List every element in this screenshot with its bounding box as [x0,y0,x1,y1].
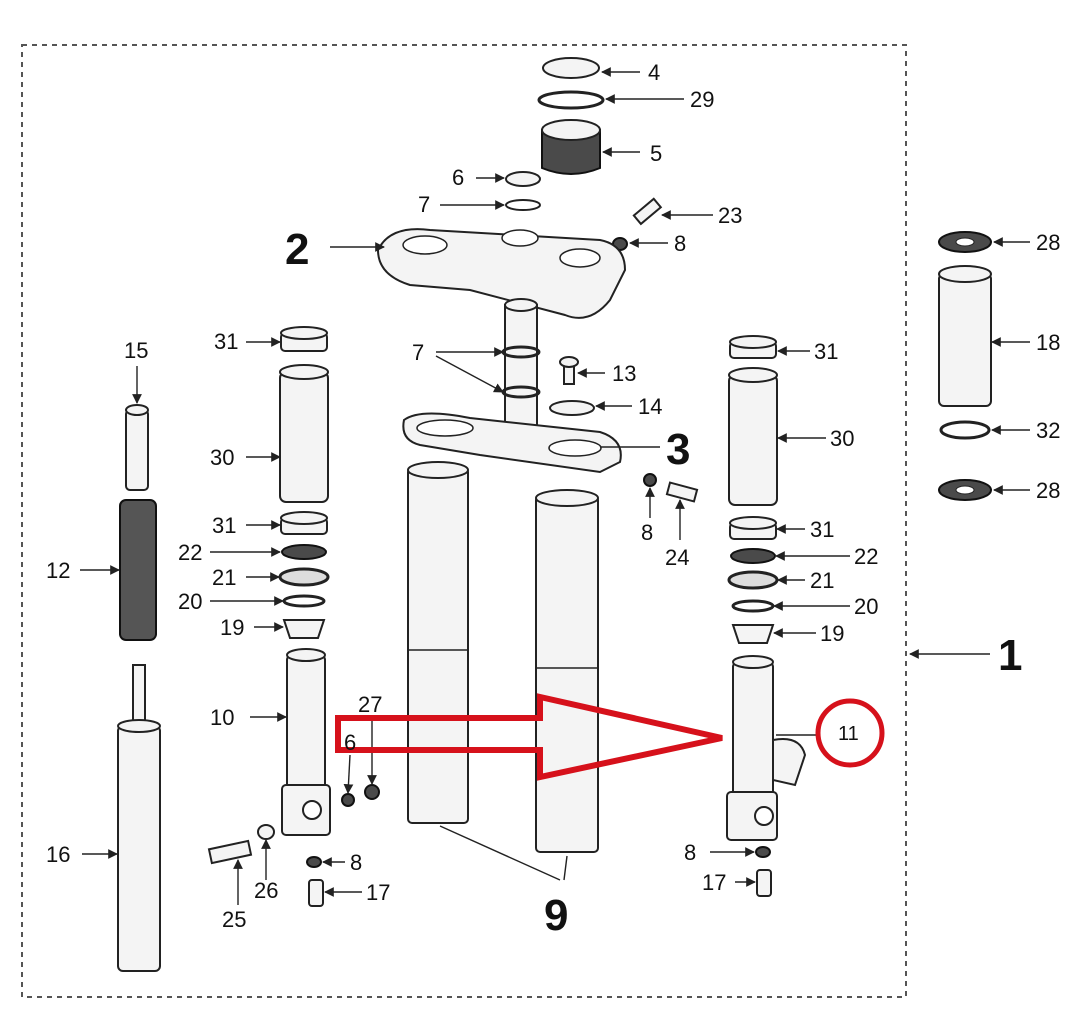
part-20-clip-right [731,599,775,613]
label-30-right: 30 [830,426,854,451]
label-31-left-bottom: 31 [212,513,236,538]
part-18-spacer-tube [938,265,992,407]
label-5: 5 [650,141,662,166]
label-23: 23 [718,203,742,228]
label-14: 14 [638,394,662,419]
part-8-nut-bottom-left [306,856,322,868]
part-8-nut-bottom-right [755,846,771,858]
label-20-left: 20 [178,589,202,614]
label-8-bottom-right: 8 [684,840,696,865]
label-31-right-top: 31 [814,339,838,364]
part-7-oring [505,199,541,211]
part-10-lower-leg-left [281,648,331,836]
label-21-left: 21 [212,565,236,590]
label-12: 12 [46,558,70,583]
label-13: 13 [612,361,636,386]
part-20-clip-left [282,594,326,608]
label-28-top: 28 [1036,230,1060,255]
label-6-top: 6 [452,165,464,190]
part-32-ring [939,420,991,440]
part-30-slider-right [728,367,778,506]
part-15-damper-rod [125,404,149,491]
label-31-left-top: 31 [214,329,238,354]
label-19-left: 19 [220,615,244,640]
label-25: 25 [222,907,246,932]
label-30-left: 30 [210,445,234,470]
part-26-washer [257,824,275,840]
red-callout-circle [815,698,885,768]
part-28-bearing-bottom [938,479,992,501]
part-29-ring [537,90,605,110]
label-8-bottom-left: 8 [350,850,362,875]
part-16-cartridge [117,664,161,972]
part-28-bearing-top [938,231,992,253]
label-9: 9 [544,891,568,940]
label-1: 1 [998,631,1022,680]
part-5-nut [541,119,601,175]
label-21-right: 21 [810,568,834,593]
label-16: 16 [46,842,70,867]
part-31-bushing-left-bottom [280,511,328,535]
label-3: 3 [666,425,690,474]
red-callout-arrow [335,693,723,781]
label-18: 18 [1036,330,1060,355]
label-24: 24 [665,545,689,570]
label-7-top: 7 [418,192,430,217]
label-28-bottom: 28 [1036,478,1060,503]
part-21-seal-left [278,567,330,587]
part-19-dust-seal-right [731,624,775,644]
part-19-dust-seal-left [282,619,326,639]
part-4-cap [542,57,600,79]
part-8-nut-mid [643,473,657,487]
label-31-right-bottom: 31 [810,517,834,542]
label-29: 29 [690,87,714,112]
part-25-bolt [207,839,253,865]
part-3-lower-triple-clamp [402,412,622,474]
label-32: 32 [1036,418,1060,443]
label-4: 4 [648,60,660,85]
part-30-slider-left [279,364,329,503]
part-labels: 4 29 5 6 7 23 8 2 28 18 32 28 31 15 7 13… [46,60,1060,940]
label-17-left: 17 [366,880,390,905]
part-9-fork-tubes [407,461,599,853]
label-8-top: 8 [674,231,686,256]
part-13-bolt [559,356,579,385]
label-19-right: 19 [820,621,844,646]
part-6-washer [505,171,541,187]
label-27: 27 [358,692,382,717]
part-31-bushing-left-top [280,326,328,352]
label-2: 2 [285,225,309,274]
part-22-seal-right [730,548,776,564]
steering-stem [501,298,541,436]
assembly-frame [21,44,907,998]
label-7-stem: 7 [412,340,424,365]
part-31-bushing-right-top [729,335,777,359]
label-6-bottom: 6 [344,730,356,755]
part-14-washer [549,400,595,416]
label-11: 11 [838,723,859,745]
part-27-6-small-parts [341,784,380,807]
leader-lines [80,67,1030,905]
label-22-right: 22 [854,544,878,569]
part-17-bolt-right [756,869,772,897]
label-15: 15 [124,338,148,363]
label-20-right: 20 [854,594,878,619]
part-2-upper-triple-clamp [376,228,627,319]
label-17-right: 17 [702,870,726,895]
part-21-seal-right [727,570,779,590]
label-26: 26 [254,878,278,903]
part-23-bolt [632,197,663,226]
label-8-mid: 8 [641,520,653,545]
part-12-spring [119,499,157,641]
part-22-seal-left [281,544,327,560]
part-31-bushing-right-bottom [729,516,777,540]
part-17-bolt-left [308,879,324,907]
label-10: 10 [210,705,234,730]
part-11-lower-leg-right [726,655,807,841]
part-24-bolt [665,481,699,503]
label-22-left: 22 [178,540,202,565]
